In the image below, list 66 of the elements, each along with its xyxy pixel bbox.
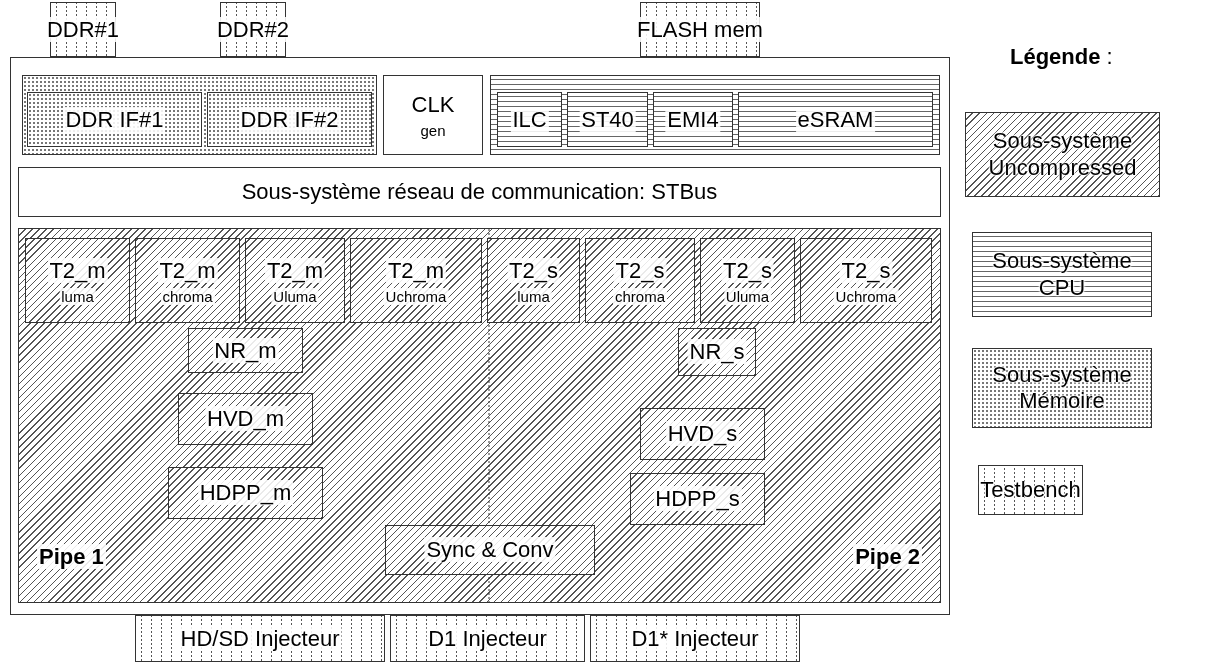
block-label: HDPP_m bbox=[197, 480, 294, 506]
uncompressed-subsystem-box bbox=[245, 238, 345, 323]
group-box bbox=[22, 75, 377, 155]
group-box bbox=[490, 75, 940, 155]
block-label: T2_m bbox=[385, 257, 447, 283]
block-label: T2_m bbox=[264, 257, 326, 283]
block-box bbox=[383, 75, 483, 155]
uncompressed-subsystem-box bbox=[640, 408, 765, 460]
block-label: T2_m bbox=[157, 257, 218, 283]
block-label: T2_s bbox=[839, 257, 893, 283]
legend-title: Légende : bbox=[1010, 44, 1113, 70]
testbench-box bbox=[135, 615, 385, 662]
pipe-label: Pipe 2 bbox=[853, 544, 922, 570]
block-label: T2_s bbox=[613, 257, 667, 283]
uncompressed-subsystem-box bbox=[18, 228, 941, 603]
uncompressed-subsystem-box bbox=[135, 238, 240, 323]
block-sublabel: Uchroma bbox=[383, 287, 449, 305]
uncompressed-subsystem-box bbox=[25, 238, 130, 323]
legend-key: Sous-système Mémoire bbox=[972, 348, 1152, 428]
block-sublabel: Uluma bbox=[271, 287, 319, 305]
uncompressed-subsystem-box bbox=[168, 467, 323, 519]
block-label: T2_m bbox=[47, 257, 108, 283]
block-label: DDR IF#1 bbox=[63, 106, 166, 132]
block-label: T2_s bbox=[721, 257, 774, 283]
block-label: HVD_m bbox=[205, 406, 286, 432]
legend-key: Testbench bbox=[978, 465, 1083, 515]
block-label: Sync & Conv bbox=[424, 537, 556, 563]
memory-subsystem-box bbox=[207, 92, 372, 147]
uncompressed-subsystem-box bbox=[350, 238, 482, 323]
block-label: HD/SD Injecteur bbox=[178, 625, 342, 651]
block-sublabel: luma bbox=[515, 287, 552, 305]
pipe-label: Pipe 1 bbox=[37, 544, 106, 570]
block-label: D1 Injecteur bbox=[426, 625, 549, 651]
uncompressed-subsystem-box bbox=[385, 525, 595, 575]
uncompressed-subsystem-box bbox=[487, 238, 580, 323]
cpu-subsystem-box bbox=[567, 92, 648, 147]
block-label: NR_m bbox=[212, 337, 279, 363]
block-label: HDPP_s bbox=[653, 486, 742, 512]
testbench-box bbox=[390, 615, 585, 662]
uncompressed-subsystem-box bbox=[178, 393, 313, 445]
uncompressed-subsystem-box bbox=[800, 238, 932, 323]
block-sublabel: luma bbox=[59, 287, 96, 305]
block-box bbox=[18, 167, 941, 217]
uncompressed-subsystem-box bbox=[630, 473, 765, 525]
cpu-subsystem-box bbox=[738, 92, 933, 147]
cpu-subsystem-box bbox=[653, 92, 733, 147]
block-label: FLASH mem bbox=[635, 16, 765, 42]
uncompressed-subsystem-box bbox=[188, 328, 303, 373]
group-box bbox=[10, 57, 950, 615]
uncompressed-subsystem-box bbox=[678, 328, 756, 376]
block-label: DDR IF#2 bbox=[238, 106, 341, 132]
memory-subsystem-box bbox=[27, 92, 202, 147]
block-sublabel: gen bbox=[420, 122, 446, 140]
block-label: CLK bbox=[411, 92, 455, 118]
uncompressed-subsystem-box bbox=[700, 238, 795, 323]
block-label: NR_s bbox=[687, 339, 747, 365]
block-label: HVD_s bbox=[665, 421, 740, 447]
cpu-subsystem-box bbox=[497, 92, 562, 147]
testbench-box bbox=[590, 615, 800, 662]
block-label: T2_s bbox=[507, 257, 560, 283]
block-label: Sous-système réseau de communication: STBus bbox=[241, 179, 718, 205]
uncompressed-subsystem-box bbox=[585, 238, 695, 323]
block-sublabel: Uchroma bbox=[833, 287, 899, 305]
block-sublabel: chroma bbox=[613, 287, 667, 305]
block-sublabel: chroma bbox=[160, 287, 215, 305]
block-sublabel: Uluma bbox=[723, 287, 772, 305]
